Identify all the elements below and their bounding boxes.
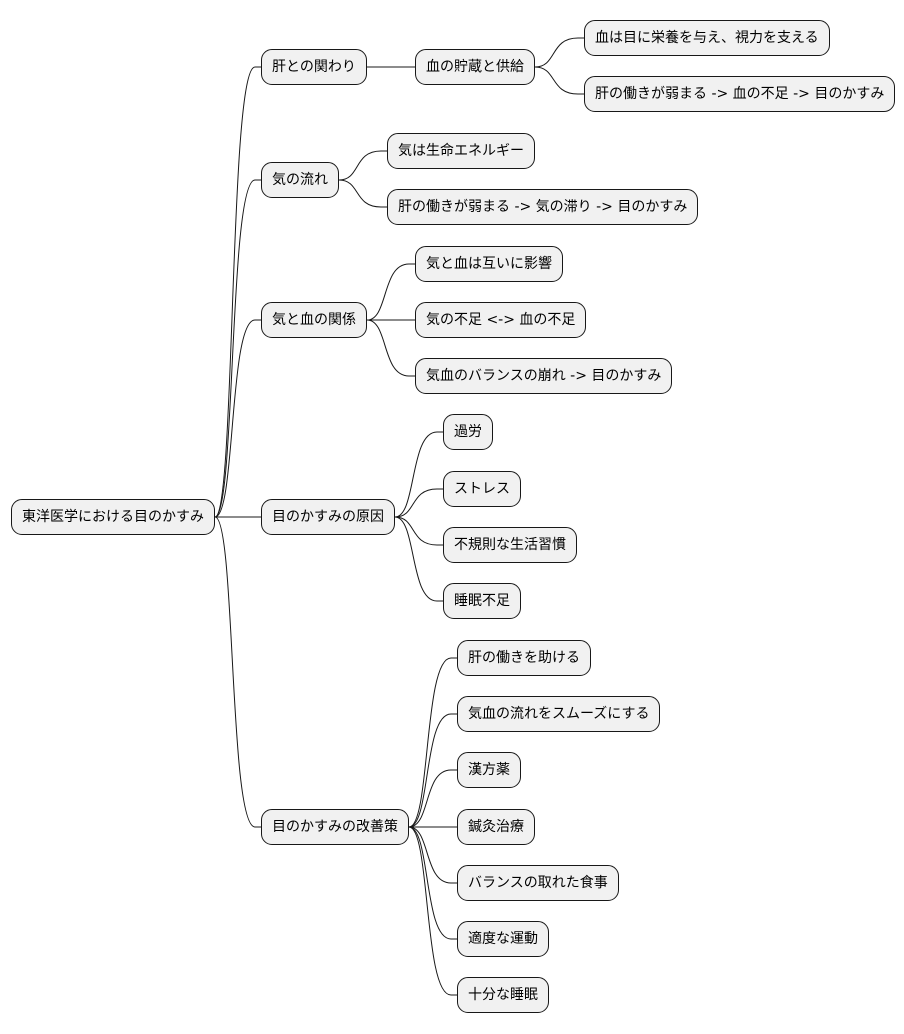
connector-line	[394, 488, 443, 518]
connector-line	[408, 826, 457, 996]
leaf-sufficient-sleep[interactable]: 十分な睡眠	[457, 977, 549, 1013]
connector-line	[408, 826, 457, 884]
connector-line	[394, 431, 443, 518]
leaf-qi-life-energy[interactable]: 気は生命エネルギー	[387, 133, 535, 169]
connector-line	[214, 319, 261, 518]
branch-qi-blood-relation[interactable]: 気と血の関係	[261, 302, 367, 338]
connector-line	[408, 657, 457, 828]
connector-line	[408, 769, 457, 828]
connector-line	[214, 66, 261, 518]
leaf-smooth-qi-blood[interactable]: 気血の流れをスムーズにする	[457, 696, 661, 732]
branch-qi-flow[interactable]: 気の流れ	[261, 162, 339, 198]
connector-line	[214, 516, 261, 828]
branch-liver-relation[interactable]: 肝との関わり	[261, 49, 367, 85]
leaf-liver-weak-blood-deficiency[interactable]: 肝の働きが弱まる -> 血の不足 -> 目のかすみ	[584, 76, 896, 112]
leaf-balanced-diet[interactable]: バランスの取れた食事	[457, 865, 619, 901]
node-blood-storage-supply[interactable]: 血の貯蔵と供給	[415, 49, 535, 85]
connector-line	[338, 179, 387, 208]
leaf-overwork[interactable]: 過労	[443, 414, 493, 450]
connector-line	[214, 179, 261, 518]
leaf-qi-blood-influence[interactable]: 気と血は互いに影響	[415, 246, 563, 282]
leaf-qi-blood-imbalance[interactable]: 気血のバランスの崩れ -> 目のかすみ	[415, 358, 673, 394]
leaf-blood-nourishes-eyes[interactable]: 血は目に栄養を与え、視力を支える	[584, 20, 830, 56]
leaf-support-liver[interactable]: 肝の働きを助ける	[457, 640, 591, 676]
connector-line	[366, 319, 415, 377]
leaf-herbal-medicine[interactable]: 漢方薬	[457, 752, 521, 788]
leaf-liver-weak-qi-stagnation[interactable]: 肝の働きが弱まる -> 気の滞り -> 目のかすみ	[387, 189, 699, 225]
connector-line	[338, 150, 387, 181]
leaf-irregular-lifestyle[interactable]: 不規則な生活習慣	[443, 527, 577, 563]
connector-line	[534, 37, 584, 68]
branch-remedies[interactable]: 目のかすみの改善策	[261, 809, 409, 845]
branch-causes[interactable]: 目のかすみの原因	[261, 499, 395, 535]
leaf-acupuncture[interactable]: 鍼灸治療	[457, 809, 535, 845]
connector-line	[408, 826, 457, 940]
connector-line	[394, 516, 443, 602]
connector-line	[408, 713, 457, 828]
leaf-stress[interactable]: ストレス	[443, 471, 521, 507]
leaf-moderate-exercise[interactable]: 適度な運動	[457, 921, 549, 957]
connector-line	[534, 66, 584, 95]
connector-line	[394, 516, 443, 546]
root-node[interactable]: 東洋医学における目のかすみ	[11, 499, 215, 535]
connector-line	[366, 263, 415, 321]
leaf-sleep-deficiency[interactable]: 睡眠不足	[443, 583, 521, 619]
leaf-qi-blood-deficiency[interactable]: 気の不足 <-> 血の不足	[415, 302, 587, 338]
